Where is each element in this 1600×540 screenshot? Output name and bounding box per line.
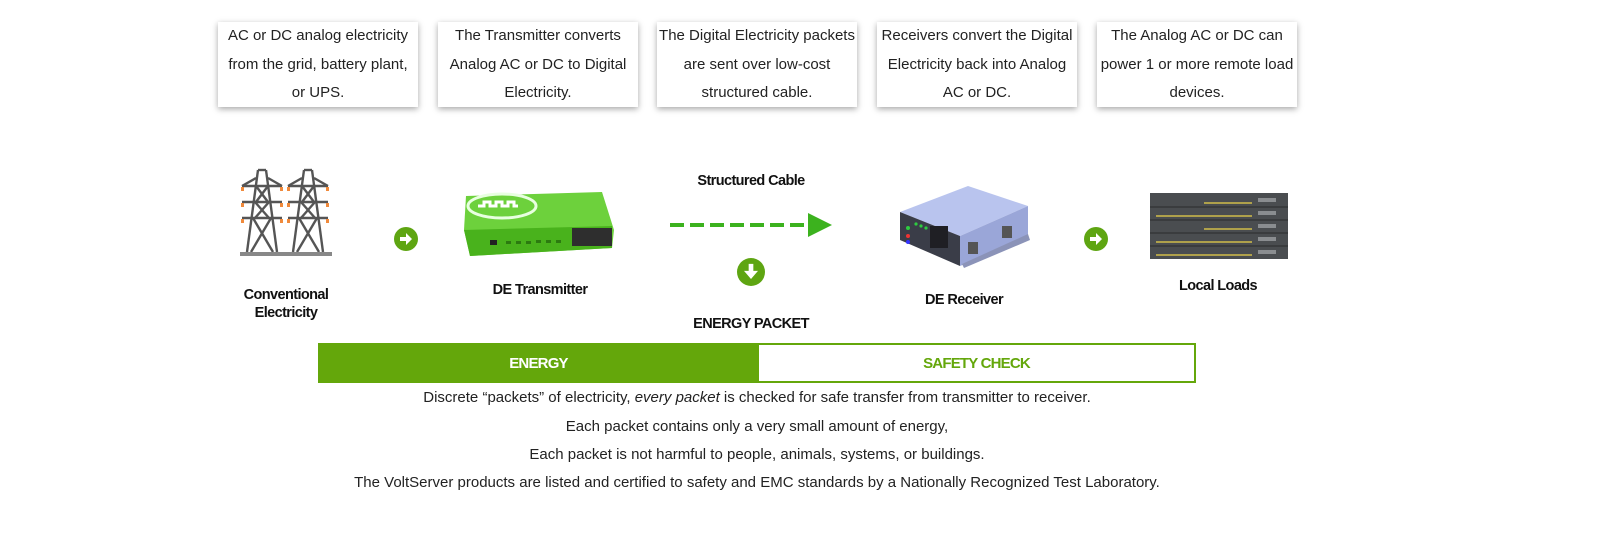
transmitter-device-icon: [462, 190, 618, 260]
step-card-conventional: AC or DC analog electricity from the gri…: [218, 22, 418, 107]
text: is checked for safe transfer from transm…: [719, 389, 1091, 406]
description-line-1: Discrete “packets” of electricity, every…: [0, 389, 1514, 406]
energy-packet-bar: ENERGY SAFETY CHECK: [318, 343, 1196, 383]
step-card-loads: The Analog AC or DC can power 1 or more …: [1097, 22, 1297, 107]
safety-check-segment: SAFETY CHECK: [759, 343, 1196, 383]
card-text: The Transmitter converts Analog AC or DC…: [449, 27, 627, 101]
energy-segment: ENERGY: [318, 343, 759, 383]
dashed-arrow-icon: [670, 211, 834, 239]
card-text: The Digital Electricity packets are sent…: [659, 27, 855, 101]
receiver-device-icon: [898, 184, 1030, 268]
de-transmitter-label: DE Transmitter: [492, 282, 588, 298]
arrow-right-circle-icon: [394, 227, 418, 251]
text: Discrete “packets” of electricity,: [423, 389, 635, 406]
local-loads-label: Local Loads: [1179, 278, 1258, 294]
card-text: The Analog AC or DC can power 1 or more …: [1100, 27, 1294, 101]
arrow-down-circle-icon: [737, 258, 765, 286]
emphasis-text: every packet: [634, 389, 720, 406]
conventional-electricity-label: Conventional Electricity: [226, 286, 346, 322]
structured-cable-label: Structured Cable: [697, 173, 805, 189]
energy-packet-label: ENERGY PACKET: [693, 316, 809, 332]
de-receiver-label: DE Receiver: [924, 292, 1004, 308]
description-line-4: The VoltServer products are listed and c…: [354, 474, 1160, 491]
description-line-3: Each packet is not harmful to people, an…: [529, 446, 985, 463]
step-card-transmitter: The Transmitter converts Analog AC or DC…: [438, 22, 638, 107]
description-line-2: Each packet contains only a very small a…: [565, 418, 949, 435]
label-line: Conventional: [243, 287, 329, 303]
step-card-receiver: Receivers convert the Digital Electricit…: [877, 22, 1077, 107]
arrow-right-circle-icon: [1084, 227, 1108, 251]
power-tower-icon: [238, 166, 334, 258]
step-card-cable: The Digital Electricity packets are sent…: [657, 22, 857, 107]
label-line: Electricity: [254, 305, 318, 321]
card-text: Receivers convert the Digital Electricit…: [881, 27, 1073, 101]
network-switch-stack-icon: [1150, 193, 1288, 259]
card-text: AC or DC analog electricity from the gri…: [227, 27, 409, 101]
